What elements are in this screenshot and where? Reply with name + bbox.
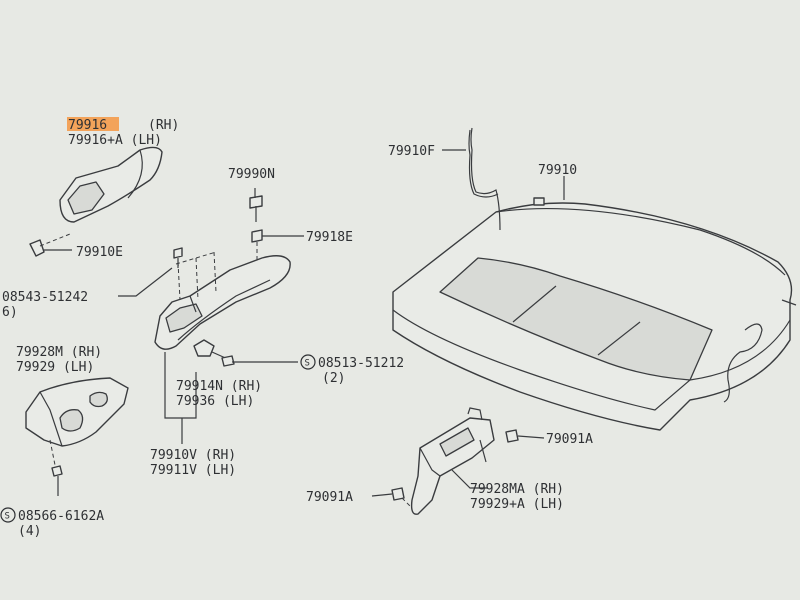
label-79918e: 79918E	[306, 230, 353, 245]
wire-79910f	[468, 127, 501, 231]
label-08566: 08566-6162A	[18, 509, 104, 524]
screw-08543	[173, 247, 183, 268]
label-79091a-right: 79091A	[546, 432, 593, 447]
bracket-79914n	[193, 339, 235, 367]
trim-79916	[59, 146, 163, 223]
label-79929: 79929 (LH)	[16, 360, 94, 375]
clip-79910e	[29, 233, 71, 257]
label-79910e: 79910E	[76, 245, 123, 260]
bracket-79928ma	[410, 407, 495, 515]
label-79936: 79936 (LH)	[176, 394, 254, 409]
label-79916-code: 79916	[68, 118, 107, 133]
bolt-79091a-right	[505, 429, 545, 443]
label-08513: 08513-51212	[318, 356, 404, 371]
screw-symbol-text-08566: S	[5, 512, 10, 522]
clip-79990n	[249, 195, 263, 222]
label-79910v: 79910V (RH)	[150, 448, 236, 463]
screw-symbol-08566: S	[0, 507, 16, 523]
label-08566-qty: (4)	[18, 524, 41, 539]
bolt-79091a-left	[371, 487, 411, 507]
label-79091a-left: 79091A	[306, 490, 353, 505]
label-79916-side: (RH)	[148, 118, 179, 133]
highlight-79916	[67, 117, 119, 131]
screw-symbol-text-08513: S	[305, 359, 310, 369]
label-79990n: 79990N	[228, 167, 275, 182]
label-79910: 79910	[538, 163, 577, 178]
label-79928ma: 79928MA (RH)	[470, 482, 564, 497]
label-08513-qty: (2)	[322, 371, 345, 386]
cover-79928m	[25, 377, 129, 496]
leader-lines	[44, 149, 565, 489]
label-08543: 08543-51242	[2, 290, 88, 305]
label-79928m: 79928M (RH)	[16, 345, 102, 360]
screw-symbol-08513: S	[300, 354, 316, 370]
label-08543-qty: 6)	[2, 305, 18, 320]
label-79914n: 79914N (RH)	[176, 379, 262, 394]
parcel-shelf-79910	[392, 197, 797, 431]
clip-79918e	[251, 229, 263, 262]
label-79910f: 79910F	[388, 144, 435, 159]
side-rail-79910v	[154, 251, 291, 350]
label-79929a: 79929+A (LH)	[470, 497, 564, 512]
label-79916a: 79916+A (LH)	[68, 133, 162, 148]
label-79911v: 79911V (LH)	[150, 463, 236, 478]
